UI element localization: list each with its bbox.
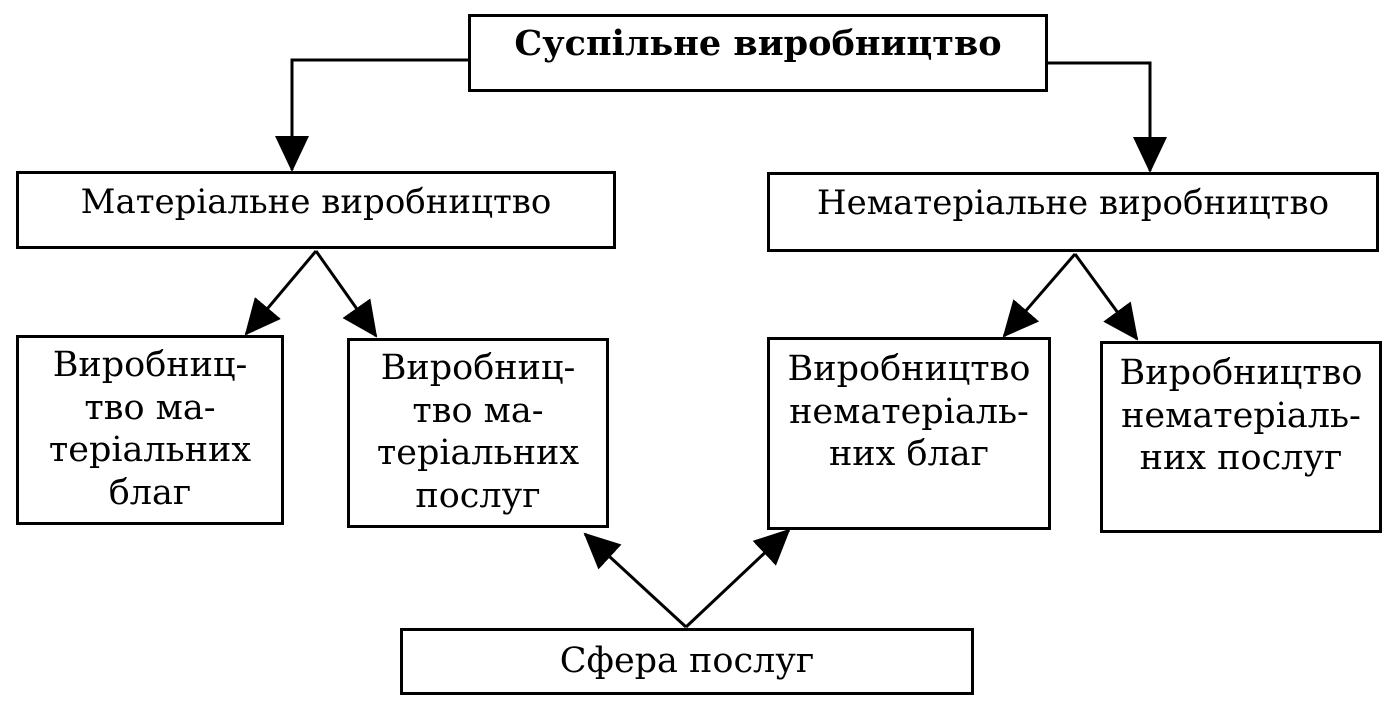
node-nonmaterial-production: Нематеріальне виробництво [767,172,1379,252]
edge-root-to-material [275,58,468,172]
leaf-2-label: Виробниц- тво ма- теріальних послуг [376,348,580,517]
edge-root-to-nonmaterial [1048,61,1167,173]
services-node-label: Сфера послуг [559,641,815,682]
node-material-services-production: Виробниц- тво ма- теріальних послуг [347,338,609,528]
edge-material-to-leaf-1 [244,250,318,336]
edge-material-to-leaf-2 [314,250,378,338]
leaf-4-label: Виробництво нематеріаль- них послуг [1119,353,1363,479]
node-material-production: Матеріальне виробництво [16,171,616,249]
leaf-3-label: Виробництво нематеріаль- них благ [787,349,1031,475]
material-node-label: Матеріальне виробництво [80,182,552,222]
edge-nonmaterial-to-leaf-3 [1002,253,1077,338]
root-node-label: Суспільне виробництво [514,23,1002,64]
node-services-sphere: Сфера послуг [400,628,974,695]
node-nonmaterial-goods-production: Виробництво нематеріаль- них благ [767,337,1051,530]
root-node-social-production: Суспільне виробництво [468,14,1048,92]
node-material-goods-production: Виробниц- тво ма- теріальних благ [16,335,284,525]
edge-services-to-leaf-2 [583,532,688,629]
edge-services-to-leaf-3 [684,528,791,629]
nonmaterial-node-label: Нематеріальне виробництво [816,183,1330,223]
node-nonmaterial-services-production: Виробництво нематеріаль- них послуг [1100,341,1382,533]
leaf-1-label: Виробниц- тво ма- теріальних благ [48,345,252,514]
edge-nonmaterial-to-leaf-4 [1073,253,1139,341]
